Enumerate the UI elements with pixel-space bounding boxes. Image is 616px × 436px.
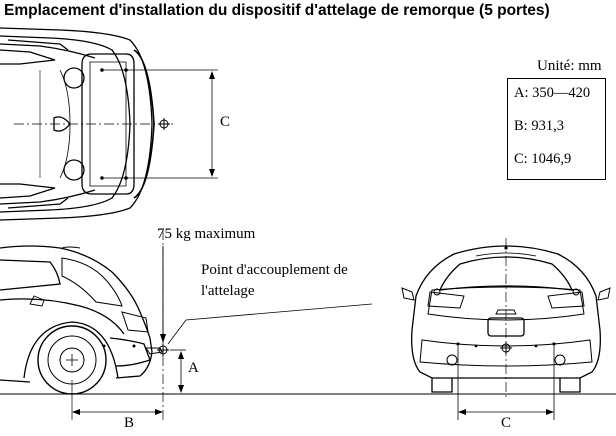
- max-load-label: 75 kg maximum: [157, 226, 256, 242]
- spec-c: C: 1046,9: [514, 151, 572, 167]
- coupling-point-label-2: l'attelage: [201, 283, 255, 299]
- spec-b: B: 931,3: [514, 118, 564, 134]
- dim-c-top-label: C: [220, 114, 231, 130]
- dim-c-rear-label: C: [501, 415, 512, 431]
- spec-a: A: 350—420: [514, 85, 591, 101]
- spec-table: A: 350—420 B: 931,3 C: 1046,9: [507, 78, 606, 180]
- unit-label: Unité: mm: [537, 58, 602, 74]
- coupling-point-label-1: Point d'accouplement de: [201, 262, 348, 278]
- page-title: Emplacement d'installation du dispositif…: [4, 2, 550, 19]
- coupling-marker-top: [158, 118, 170, 130]
- dim-a-label: A: [188, 360, 199, 376]
- dim-b-label: B: [124, 415, 135, 431]
